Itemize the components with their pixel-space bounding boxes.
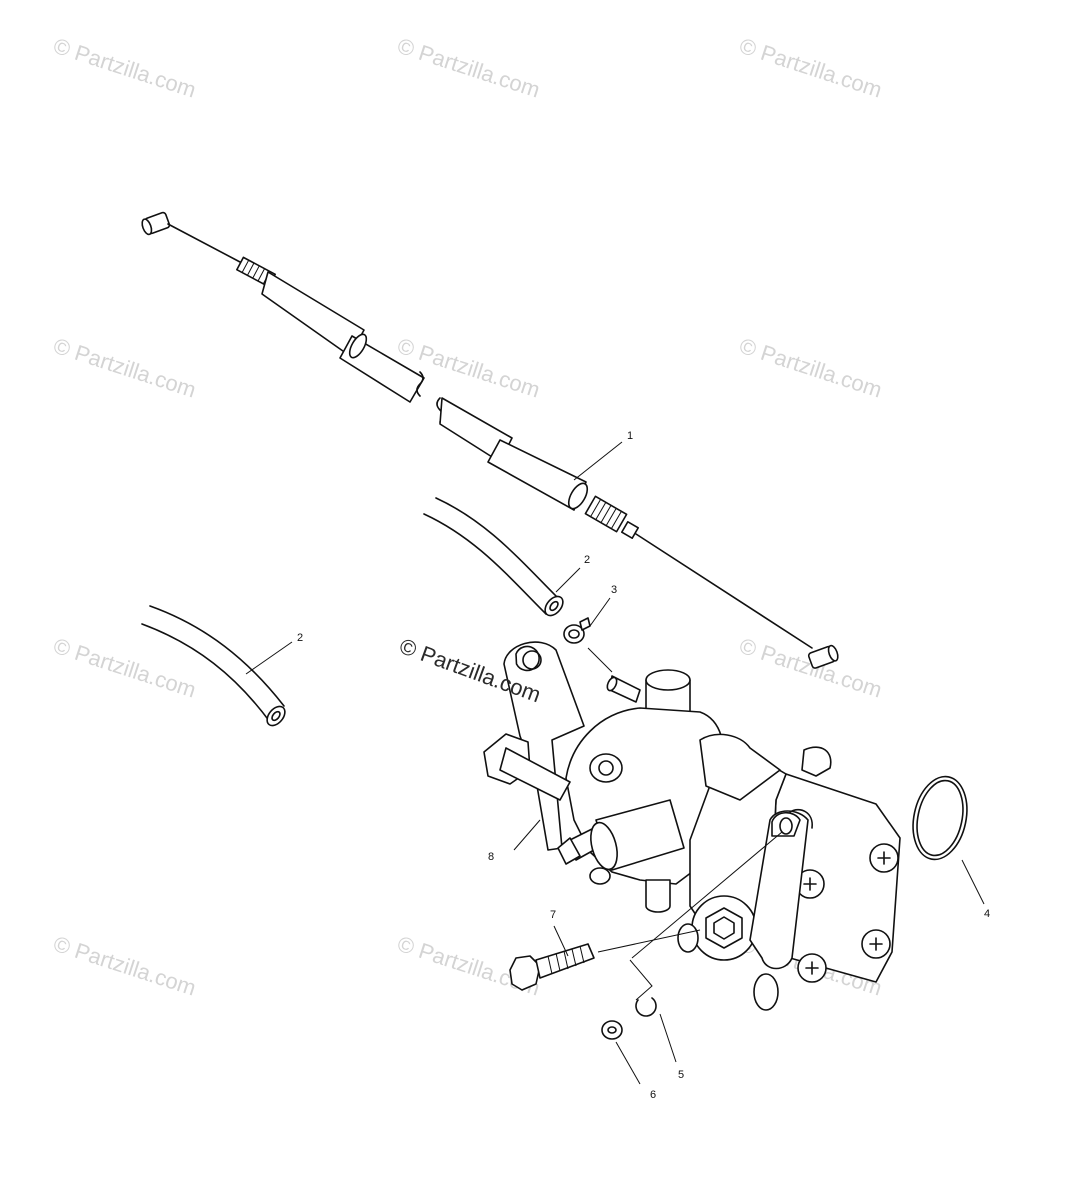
- retaining-clip: [635, 997, 657, 1017]
- watermark: © Partzilla.com: [394, 33, 543, 103]
- watermark: © Partzilla.com: [50, 633, 199, 703]
- cable-end-barrel-top: [141, 211, 171, 236]
- callout-8: 8: [488, 851, 494, 863]
- center-bolt: [691, 895, 757, 961]
- callout-2: 2: [584, 554, 590, 566]
- oil-hose-left: [141, 605, 286, 727]
- control-cable-lower: [436, 397, 839, 669]
- callout-2: 2: [297, 632, 303, 644]
- callout-4: 4: [984, 908, 990, 920]
- callout-leaders: [245, 441, 985, 1085]
- callout-6: 6: [650, 1089, 656, 1101]
- control-cable-upper: [141, 211, 425, 403]
- cable-end-barrel-bottom: [807, 644, 839, 669]
- clamp-guide-line: [587, 647, 613, 673]
- cover-screw: [861, 929, 891, 959]
- pump-mounting-bolt: [509, 943, 595, 991]
- watermark: © Partzilla.com: [736, 33, 885, 103]
- clip-guide-line: [629, 959, 653, 1001]
- watermark: © Partzilla.com: [50, 931, 199, 1001]
- watermark: © Partzilla.com: [50, 33, 199, 103]
- callout-labels: 1 2 2 3 4 5 6 7 8: [297, 430, 990, 1101]
- hose-clamp: [563, 617, 591, 644]
- pump-control-lever: [749, 808, 813, 970]
- lever-guide-line: [631, 831, 783, 959]
- cover-screw: [869, 843, 899, 873]
- cover-screw: [797, 953, 827, 983]
- bolt-guide-line: [597, 929, 701, 953]
- watermark: © Partzilla.com: [50, 333, 199, 403]
- mounting-bracket: [503, 641, 585, 851]
- callout-3: 3: [611, 584, 617, 596]
- callout-1: 1: [627, 430, 633, 442]
- watermark: © Partzilla.com: [736, 333, 885, 403]
- watermark: © Partzilla.com: [736, 633, 885, 703]
- cover-screw: [795, 869, 825, 899]
- washer: [601, 1020, 623, 1040]
- callout-5: 5: [678, 1069, 684, 1081]
- o-ring: [912, 775, 968, 861]
- callout-7: 7: [550, 909, 556, 921]
- oil-hose-upper: [423, 497, 564, 617]
